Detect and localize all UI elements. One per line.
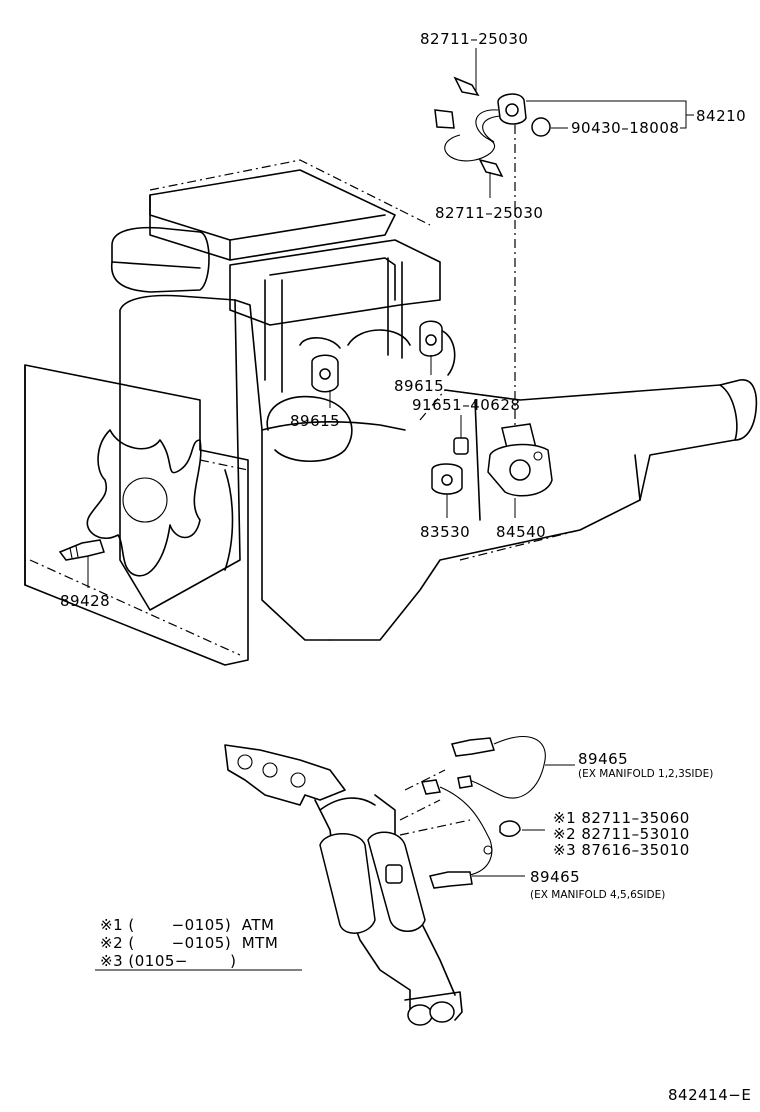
clamp-asterisk [499,820,545,837]
clamp-lower [478,158,504,198]
label-p11: 89465 [578,750,628,768]
label-p1: 82711–25030 [420,30,528,48]
bolt-91651 [453,415,469,455]
label-p7: 89615 [290,412,340,430]
label-p15-note: (EX MANIFOLD 4,5,6SIDE) [530,889,665,901]
legend-row-1: ※1 ( −0105) ATM [100,916,274,934]
sensor-89428 [58,539,105,588]
sensor-89465-upper [421,736,575,877]
sensor-84540 [487,423,553,518]
sensor-89465-lower [429,845,525,889]
label-p13: ※2 82711–53010 [553,825,690,843]
label-p14: ※3 87616–35010 [553,841,690,859]
label-p8: 83530 [420,523,470,541]
label-p6: 91651–40628 [412,396,520,414]
clamp-upper [453,48,480,97]
label-p9: 84540 [496,523,546,541]
label-p15: 89465 [530,868,580,886]
switch-83530 [431,463,463,518]
label-p3: 90430–18008 [571,119,679,137]
exhaust-manifold [224,744,463,1026]
legend: ※1 ( −0105) ATM ※2 ( −0105) MTM ※3 (0105… [95,916,302,971]
legend-row-2: ※2 ( −0105) MTM [100,934,278,952]
label-p2: 84210 [696,107,746,125]
part-labels: 82711–25030 84210 90430–18008 82711–2503… [60,30,746,901]
sensor-89615-right [419,320,443,375]
diagram-code: 842414−E [668,1086,751,1104]
engine-illustration [24,169,758,666]
label-p4: 82711–25030 [435,204,543,222]
sensor-84210 [434,93,694,162]
label-p5: 89615 [394,377,444,395]
label-p10: 89428 [60,592,110,610]
label-p11-note: (EX MANIFOLD 1,2,3SIDE) [578,768,713,780]
label-p12: ※1 82711–35060 [553,809,690,827]
sensor-89615-left [311,354,339,408]
dashed-leaders [29,125,581,836]
legend-row-3: ※3 (0105− ) [100,952,236,970]
